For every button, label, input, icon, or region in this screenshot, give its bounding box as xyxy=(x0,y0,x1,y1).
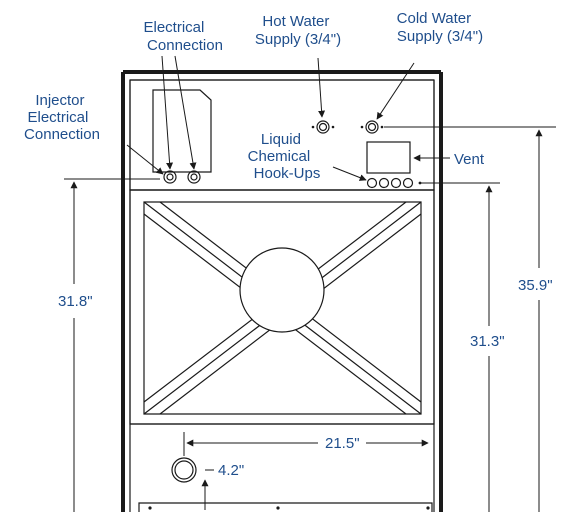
electrical-box xyxy=(152,89,212,173)
electrical-connectors xyxy=(163,170,201,184)
injector-electrical-connection-label: Injector Electrical Connection xyxy=(24,92,100,143)
water-fittings xyxy=(311,120,384,134)
dimension-drain-horizontal: 21.5" xyxy=(325,435,360,452)
dimension-labels: 31.8" 31.3" 35.9" 21.5" 4.2" xyxy=(58,277,553,479)
machine-base xyxy=(130,423,434,512)
dimension-drain-vertical: 4.2" xyxy=(218,462,244,479)
hot-water-fitting xyxy=(316,120,330,134)
door-frame xyxy=(129,189,435,425)
cold-water-supply-label: Cold Water Supply (3/4") xyxy=(397,10,483,45)
leader-lines xyxy=(126,55,450,181)
dimension-left-height: 31.8" xyxy=(58,293,93,310)
vent-label: Vent xyxy=(454,151,485,168)
hot-water-supply-label: Hot Water Supply (3/4") xyxy=(255,13,341,48)
dimension-right-outer-height: 35.9" xyxy=(518,277,553,294)
vent-box xyxy=(366,141,411,174)
liquid-chemical-hookups-label: Liquid Chemical Hook-Ups xyxy=(248,131,321,182)
chemical-hookups xyxy=(366,177,422,189)
dimension-right-inner-height: 31.3" xyxy=(470,333,505,350)
electrical-connection-label: Electrical Connection xyxy=(143,19,222,54)
callout-labels: Electrical Connection Hot Water Supply (… xyxy=(24,10,485,182)
dimension-lines xyxy=(64,126,556,512)
door-window xyxy=(239,247,325,333)
drain-fitting xyxy=(171,457,197,483)
cold-water-fitting xyxy=(365,120,379,134)
